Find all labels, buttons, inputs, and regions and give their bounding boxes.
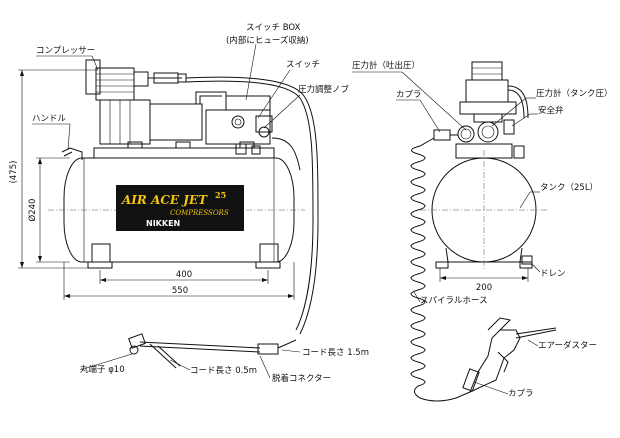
label-detach-connector: 脱着コネクター	[272, 373, 331, 384]
front-view: 200	[352, 61, 557, 402]
labels: コンプレッサー スイッチ BOX (内部にヒューズ収納) スイッチ 圧力調整ノブ…	[32, 23, 613, 399]
label-handle: ハンドル	[32, 114, 67, 124]
label-air-duster: エアーダスター	[538, 340, 597, 351]
label-cord-short: コード長さ 0.5m	[190, 366, 257, 376]
label-pressure-knob: 圧力調整ノブ	[298, 84, 350, 95]
dim-height-total: (475)	[9, 161, 19, 184]
logo-number: 25	[215, 190, 226, 200]
logo-line1: AIR ACE JET	[121, 193, 208, 207]
label-tank: タンク（25L）	[540, 182, 598, 193]
label-spiral-hose: スパイラルホース	[420, 296, 488, 306]
dim-tank-diameter: Ø240	[27, 199, 38, 222]
label-coupler-top: カプラ	[396, 90, 422, 100]
label-safety-valve: 安全弁	[538, 105, 564, 116]
label-pressure-gauge-tank: 圧力計（タンク圧）	[536, 88, 613, 99]
label-switch: スイッチ	[286, 60, 320, 70]
label-coupler-bottom: カプラ	[508, 389, 534, 399]
label-switch-box-note: (内部にヒューズ収納)	[226, 35, 309, 46]
side-view: (475) Ø240 AIR ACE JET 25 COMPRESSORS NI…	[9, 43, 319, 379]
label-round-terminal: 丸端子 φ10	[80, 364, 125, 375]
label-cord-long: コード長さ 1.5m	[302, 348, 369, 358]
label-pressure-gauge-out: 圧力計（吐出圧）	[352, 60, 420, 71]
label-compressor: コンプレッサー	[36, 46, 95, 56]
logo-line2: COMPRESSORS	[170, 209, 229, 217]
label-drain: ドレン	[540, 269, 566, 279]
dim-length-550: 550	[172, 286, 188, 296]
logo-line3: NIKKEN	[146, 219, 180, 228]
label-switch-box: スイッチ BOX	[246, 23, 301, 33]
dim-width-200: 200	[476, 283, 492, 293]
dim-length-400: 400	[176, 270, 192, 280]
